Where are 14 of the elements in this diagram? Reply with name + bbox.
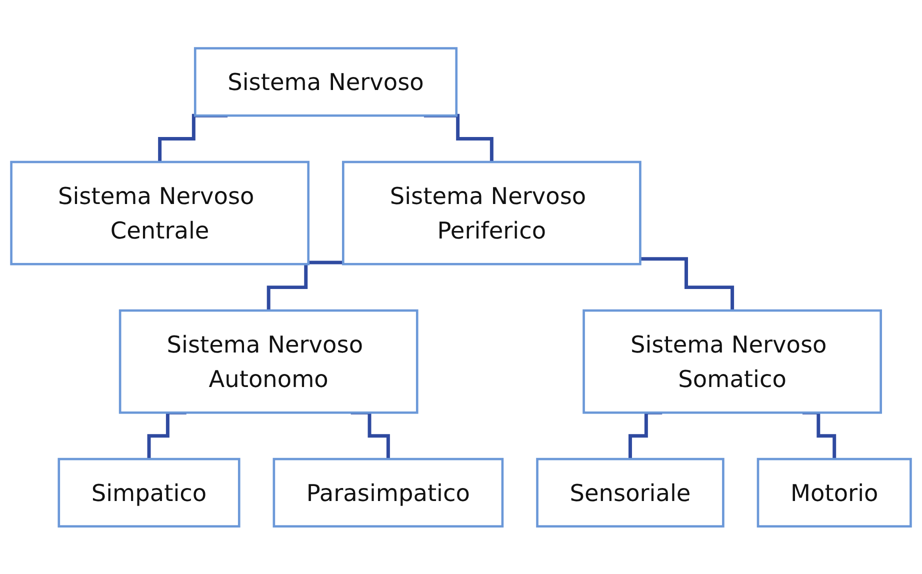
node-box [58,458,240,528]
connector [640,256,734,312]
connector [266,260,344,312]
tree-diagram: Sistema Nervoso Sistema Nervoso Centrale Sistema Nervoso Periferico Sistema Nervoso Autonomo Sistema Nervoso Somatico Simpatico Parasimpatico Sensoriale Motorio [2,38,920,536]
node-box [756,458,912,528]
connector [158,114,228,164]
node-box [272,458,504,528]
node-box [582,309,882,414]
connector [424,114,494,164]
node-box [194,46,458,116]
node-box [536,458,724,528]
node-box [118,309,418,414]
node-box [10,160,310,265]
node-box [342,160,642,265]
